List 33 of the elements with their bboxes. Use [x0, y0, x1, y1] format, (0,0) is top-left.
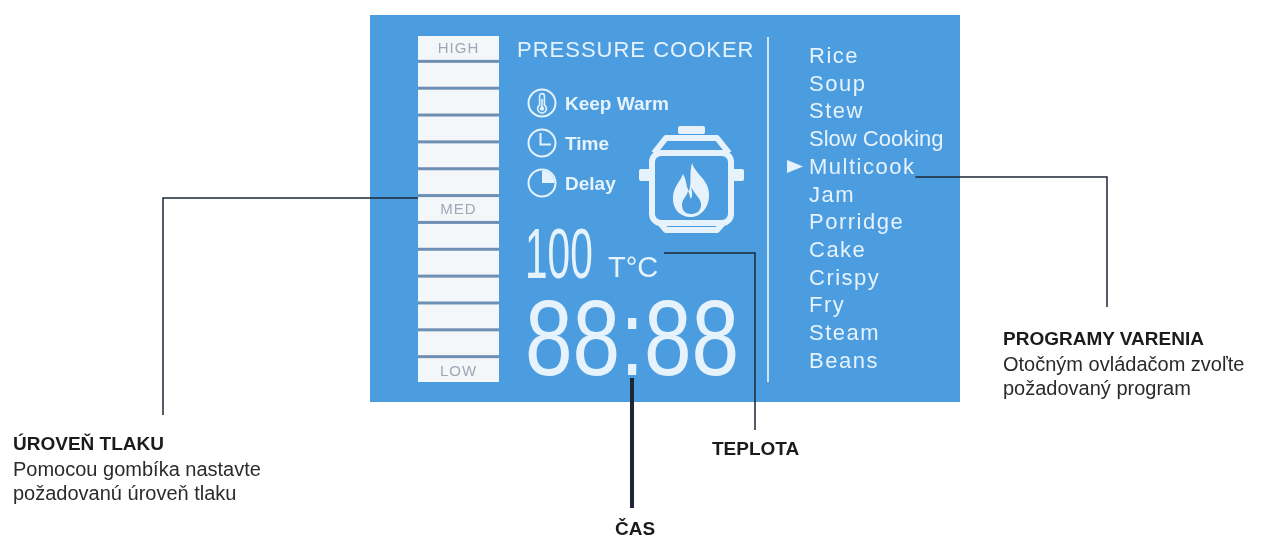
program-name: Crispy	[809, 263, 881, 292]
program-name: Soup	[809, 69, 867, 98]
program-name: Beans	[809, 346, 879, 375]
callout-text: Pomocou gombíka nastavte požadovanú úroveň tlaku	[13, 457, 262, 505]
temperature-digits: 100	[525, 228, 593, 280]
program-name: Slow Cooking	[809, 125, 944, 153]
program-name: Stew	[809, 97, 864, 126]
program-name: Jam	[809, 180, 856, 209]
indicator-label: Time	[565, 132, 609, 155]
program-name: Multicook	[809, 152, 916, 181]
callout-text: Otočným ovládačom zvoľte požadovaný program	[1003, 352, 1246, 400]
indicator-label: Keep Warm	[565, 92, 669, 115]
leader-line	[663, 252, 756, 431]
program-name: Fry	[809, 291, 846, 319]
indicator-label: Delay	[565, 172, 616, 195]
callout-heading: TEPLOTA	[712, 437, 800, 460]
temperature-unit: T°C	[608, 252, 659, 282]
callout-heading: ČAS	[615, 517, 656, 540]
program-name: Cake	[809, 235, 867, 264]
callout-heading: PROGRAMY VARENIA	[1003, 327, 1204, 350]
program-name: Steam	[809, 319, 881, 347]
leader-line	[914, 176, 1108, 308]
leader-line	[630, 378, 634, 508]
program-name: Rice	[809, 42, 859, 70]
scale-level-label: HIGH	[437, 39, 480, 57]
display-title: PRESSURE COOKER	[517, 37, 755, 63]
lcd-display-panel	[370, 15, 960, 402]
scale-level-label: LOW	[439, 361, 478, 379]
program-name: Porridge	[809, 208, 905, 236]
leader-line	[162, 197, 419, 416]
time-digits: 88:88	[525, 298, 740, 378]
scale-level-label: MED	[440, 200, 477, 218]
callout-heading: ÚROVEŇ TLAKU	[13, 432, 164, 455]
